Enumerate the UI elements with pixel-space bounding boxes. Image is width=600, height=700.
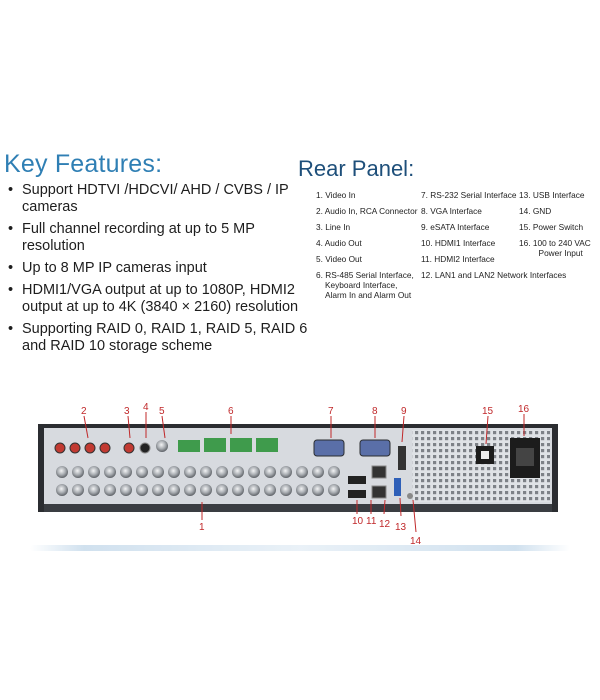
legend-item: 10. HDMI1 Interface (421, 238, 496, 248)
chassis-bottom-rail (44, 504, 552, 512)
bullet-icon: • (8, 321, 14, 337)
callout-11: 11 (366, 516, 377, 527)
legend-item: 7. RS-232 Serial Interface (421, 190, 517, 200)
legend-item: Alarm In and Alarm Out (325, 290, 412, 300)
dvr-rear-panel-illustration: 2 3 4 5 6 7 8 9 15 16 1 10 11 12 13 14 (0, 400, 600, 550)
hdmi2-port (348, 490, 366, 498)
key-features-title: Key Features: (4, 150, 163, 178)
hdmi1-port (348, 476, 366, 484)
legend-item: 2. Audio In, RCA Connector (316, 206, 418, 216)
feature-item: •HDMI1/VGA output at up to 1080P, HDMI2 … (8, 282, 299, 315)
legend-item: 6. RS-485 Serial Interface, (316, 270, 414, 280)
legend-item: Power Input (538, 248, 583, 258)
power-inlet-socket (516, 448, 534, 466)
key-features-list: •Support HDTVI /HDCVI/ AHD / CVBS / IP c… (8, 182, 308, 360)
legend-item: 11. HDMI2 Interface (421, 254, 495, 264)
feature-item: •Support HDTVI /HDCVI/ AHD / CVBS / IP c… (8, 182, 289, 215)
feature-item: •Up to 8 MP IP cameras input (8, 260, 207, 276)
callout-5: 5 (159, 406, 165, 417)
vga-port (359, 439, 391, 457)
bullet-icon: • (8, 282, 14, 298)
callout-1: 1 (199, 522, 205, 533)
gnd-screw (407, 493, 413, 499)
callout-numbers: 2 3 4 5 6 7 8 9 15 16 1 10 11 12 13 14 (81, 402, 530, 547)
reflection-strip (30, 545, 570, 551)
callout-16: 16 (518, 404, 530, 415)
rs232-port (313, 439, 345, 457)
callout-9: 9 (401, 406, 407, 417)
callout-2: 2 (81, 406, 87, 417)
feature-item: •Full channel recording at up to 5 MP re… (8, 221, 255, 254)
power-switch-rocker (481, 451, 489, 459)
legend-item: 15. Power Switch (519, 222, 584, 232)
callout-lines (83, 412, 525, 533)
rear-panel-title: Rear Panel: (298, 156, 415, 181)
bullet-icon: • (8, 182, 14, 198)
callout-10: 10 (352, 516, 364, 527)
bullet-icon: • (8, 221, 14, 237)
bnc-video-inputs (56, 466, 340, 496)
legend-item: 12. LAN1 and LAN2 Network Interfaces (421, 270, 567, 280)
legend-item: 13. USB Interface (519, 190, 585, 200)
legend-item: 4. Audio Out (316, 238, 362, 248)
callout-3: 3 (124, 406, 130, 417)
bullet-icon: • (8, 260, 14, 276)
legend-item: 14. GND (519, 206, 552, 216)
legend-item: 1. Video In (316, 190, 356, 200)
rear-panel-legend-col1: 1. Video In 2. Audio In, RCA Connector 3… (316, 190, 417, 300)
legend-item: 16. 100 to 240 VAC (519, 238, 591, 248)
callout-15: 15 (482, 406, 494, 417)
legend-item: 9. eSATA Interface (421, 222, 490, 232)
esata-port (398, 446, 406, 470)
alarm-terminal-blocks (178, 438, 278, 452)
rear-panel-svg: 2 3 4 5 6 7 8 9 15 16 1 10 11 12 13 14 (38, 402, 558, 547)
usb-port (394, 478, 401, 496)
legend-item: 8. VGA Interface (421, 206, 482, 216)
legend-item: 3. Line In (316, 222, 351, 232)
lan2-port (371, 485, 387, 499)
legend-item: Keyboard Interface, (325, 280, 398, 290)
callout-4: 4 (143, 402, 149, 413)
callout-6: 6 (228, 406, 234, 417)
callout-13: 13 (395, 522, 407, 533)
callout-12: 12 (379, 519, 391, 530)
rear-panel-legend-col3: 13. USB Interface 14. GND 15. Power Swit… (519, 190, 591, 258)
legend-item: 5. Video Out (316, 254, 362, 264)
feature-item: •Supporting RAID 0, RAID 1, RAID 5, RAID… (8, 321, 308, 354)
rca-audio-inputs (54, 440, 190, 454)
callout-7: 7 (328, 406, 334, 417)
callout-14: 14 (410, 536, 422, 547)
lan1-port (371, 465, 387, 479)
callout-8: 8 (372, 406, 378, 417)
rear-panel-legend-col2: 7. RS-232 Serial Interface 8. VGA Interf… (421, 190, 566, 280)
